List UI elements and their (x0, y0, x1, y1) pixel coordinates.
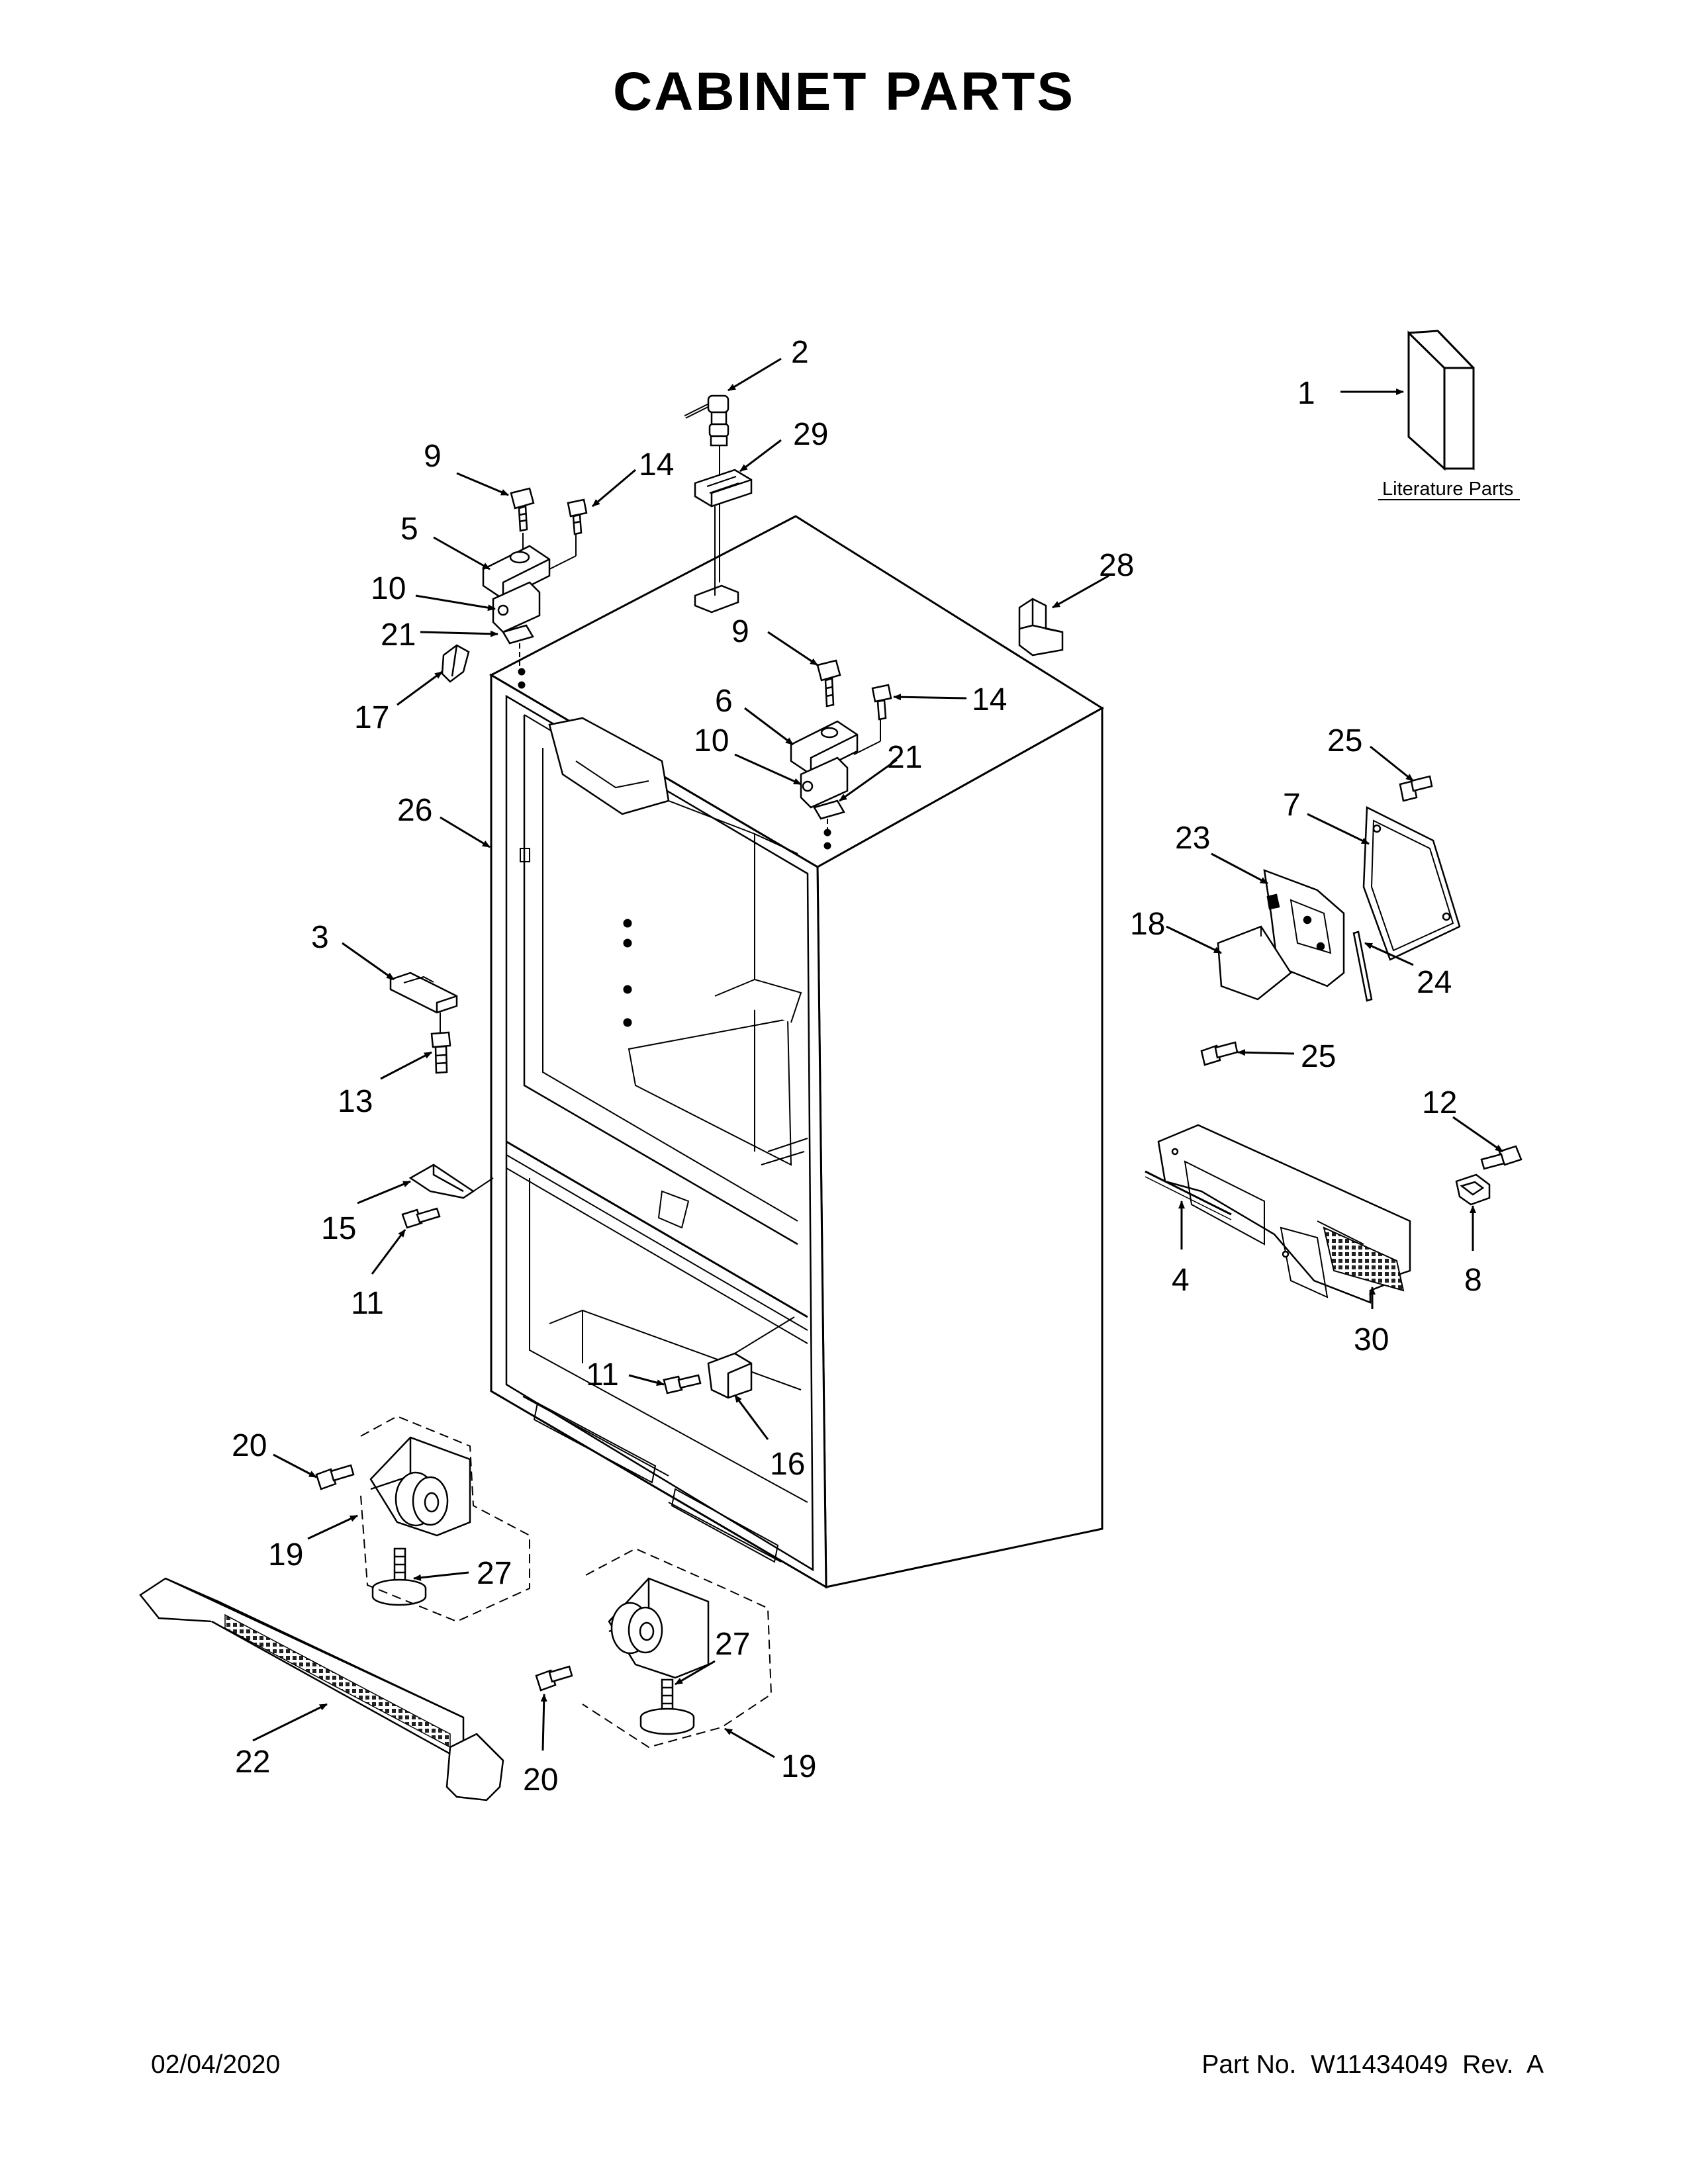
footer-date: 02/04/2020 (151, 2050, 281, 2079)
callout-29: 29 (793, 417, 828, 452)
callout-13: 13 (338, 1084, 373, 1119)
callout-27-right: 27 (715, 1627, 750, 1662)
screw-9-left (510, 487, 535, 532)
callout-11-left: 11 (351, 1286, 384, 1321)
water-inlet-fitting (684, 394, 729, 582)
callout-10-right: 10 (694, 723, 729, 758)
callout-1: 1 (1297, 376, 1315, 411)
callout-10-left: 10 (371, 571, 406, 606)
callout-7: 7 (1283, 788, 1301, 823)
callout-11-lower: 11 (586, 1357, 619, 1392)
literature-booklet (1407, 330, 1475, 471)
toe-grille-22 (139, 1577, 504, 1801)
callout-16: 16 (770, 1447, 805, 1482)
screw-12 (1480, 1145, 1523, 1170)
callout-14-right: 14 (972, 682, 1007, 717)
roller-assembly-right (582, 1547, 773, 1749)
screw-25-top (1399, 775, 1433, 802)
screw-11-lower (663, 1374, 702, 1394)
screw-20-left (315, 1464, 355, 1490)
callout-25-top: 25 (1327, 723, 1362, 758)
callout-3: 3 (311, 920, 329, 955)
callout-19-right: 19 (781, 1749, 816, 1784)
screw-9-right (816, 659, 841, 707)
callout-22: 22 (235, 1745, 270, 1780)
callout-9-right: 9 (731, 614, 749, 649)
callout-arrows (252, 357, 1503, 1758)
screw-20-right (535, 1665, 573, 1692)
access-panel-7 (1362, 806, 1461, 961)
screw-13 (430, 1031, 451, 1074)
callout-6: 6 (715, 684, 733, 719)
callout-27-left: 27 (477, 1556, 512, 1591)
callout-17: 17 (354, 700, 389, 735)
screw-14-right (871, 684, 892, 721)
literature-parts-label: Literature Parts (1382, 478, 1513, 500)
page-title: CABINET PARTS (612, 62, 1076, 122)
callout-21-right: 21 (887, 740, 922, 775)
bracket-28 (1018, 598, 1064, 657)
callout-25-lower: 25 (1301, 1039, 1336, 1074)
callout-20-left: 20 (232, 1428, 267, 1463)
callout-2: 2 (791, 335, 809, 370)
callout-14-left: 14 (639, 447, 674, 482)
clip-8 (1455, 1173, 1491, 1206)
bracket-23 (1263, 869, 1345, 987)
hinge-cover-17 (441, 644, 470, 683)
callout-4: 4 (1172, 1263, 1190, 1298)
callout-28: 28 (1099, 548, 1134, 583)
screw-14-left (567, 498, 588, 535)
roller-assembly-left (360, 1415, 530, 1623)
callout-9-left: 9 (424, 439, 442, 474)
right-top-hinge (790, 718, 881, 831)
callout-20-right: 20 (523, 1762, 558, 1797)
screw-11-left (401, 1207, 441, 1229)
callout-21-left: 21 (381, 617, 416, 653)
left-top-hinge (482, 529, 577, 672)
bracket-15 (408, 1163, 494, 1199)
strip-24 (1352, 931, 1373, 1002)
callout-23: 23 (1175, 821, 1210, 856)
callout-26: 26 (397, 793, 432, 828)
callout-30: 30 (1354, 1322, 1389, 1357)
seal-strip-4 (1145, 1170, 1232, 1220)
refrigerator-cabinet (489, 515, 1104, 1589)
valve-cover-29 (694, 469, 753, 614)
callout-15: 15 (321, 1211, 356, 1246)
callout-8: 8 (1464, 1263, 1482, 1298)
callout-12: 12 (1422, 1085, 1457, 1120)
callout-24: 24 (1417, 965, 1452, 1000)
callout-5: 5 (400, 512, 418, 547)
bracket-16 (707, 1316, 795, 1399)
bracket-3 (389, 972, 458, 1032)
callout-labels: 1 2 29 28 9 14 5 10 21 17 9 14 6 10 21 2… (232, 335, 1482, 1797)
electronic-board-18 (1217, 925, 1292, 1001)
footer-part-number: Part No. W11434049 Rev. A (1201, 2050, 1544, 2079)
callout-18: 18 (1130, 907, 1165, 942)
screw-25-lower (1200, 1041, 1239, 1066)
callout-19-left: 19 (268, 1537, 303, 1572)
rear-access-panel-30 (1157, 1124, 1411, 1304)
